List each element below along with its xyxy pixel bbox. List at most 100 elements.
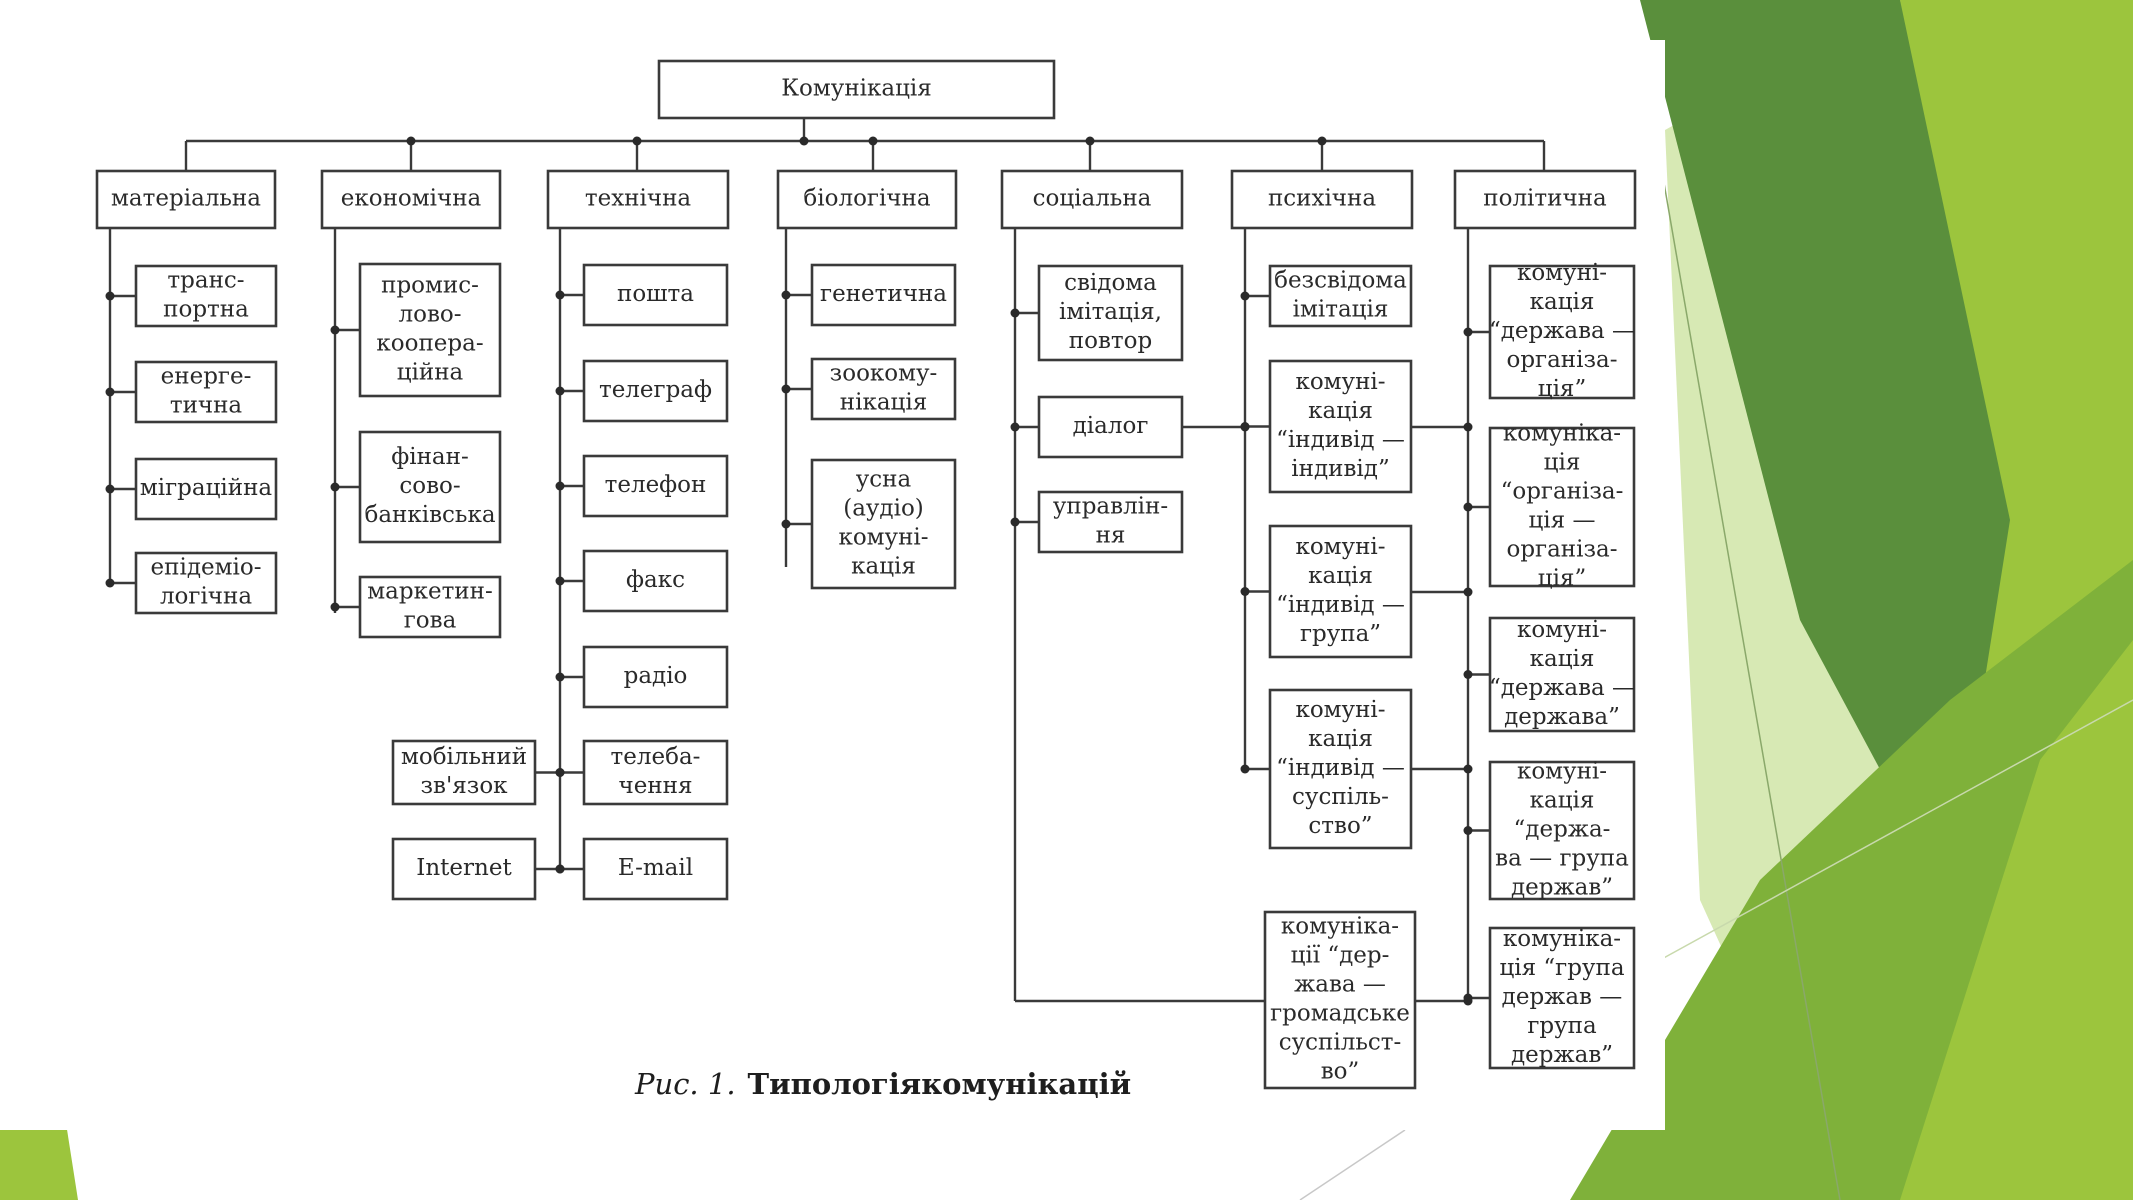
- child-box-5-1-text: “індивід —: [1276, 427, 1405, 453]
- child-box-5-3-text: ство”: [1308, 813, 1372, 839]
- child-box-1-1-frame: [358, 430, 502, 544]
- child-box-6-2-text: держава”: [1504, 704, 1620, 730]
- child-box-4-0-text: свідома: [1064, 270, 1157, 296]
- side-box-2-1: Internet: [391, 837, 537, 901]
- branch-box-3: біологічна: [776, 169, 958, 230]
- junction-dot: [555, 290, 565, 300]
- child-box-5-3-text: “індивід —: [1276, 755, 1405, 781]
- child-box-1-1-text: сово-: [399, 473, 460, 499]
- child-box-2-6: E-mail: [582, 837, 729, 901]
- junction-dot: [781, 519, 791, 529]
- child-box-6-4-text: комуніка-: [1503, 926, 1621, 952]
- branch-box-3-frame: [776, 169, 958, 230]
- junction-dot: [1010, 308, 1020, 318]
- junction-dot: [632, 136, 642, 146]
- thin-divider-line: [1299, 1129, 1406, 1200]
- child-box-6-0-frame: [1488, 264, 1636, 400]
- child-box-2-0-text: пошта: [617, 281, 694, 307]
- branch-box-1-frame: [320, 169, 502, 230]
- child-box-6-2-frame: [1488, 616, 1636, 733]
- junction-dot: [105, 484, 115, 494]
- child-box-5-0-frame: [1268, 264, 1413, 328]
- child-box-6-4-frame: [1488, 926, 1636, 1070]
- child-box-2-4-text: радіо: [624, 663, 688, 689]
- child-box-3-2-text: кація: [851, 554, 916, 580]
- child-box-4-0-text: повтор: [1069, 328, 1152, 354]
- child-box-0-0-text: портна: [163, 297, 249, 323]
- junction-dot: [781, 290, 791, 300]
- child-box-0-3-text: логічна: [160, 584, 252, 610]
- child-box-1-0-frame: [358, 262, 502, 398]
- junction-dot: [555, 864, 565, 874]
- junction-dot: [1463, 502, 1473, 512]
- branch-box-2-text: технічна: [585, 186, 692, 212]
- caption-title: Типологіякомунікацій: [748, 1067, 1132, 1101]
- root-box-komunikatsiia-frame: [657, 59, 1056, 120]
- child-box-6-3-text: держав”: [1511, 875, 1613, 901]
- child-box-0-1-frame: [134, 360, 278, 424]
- child-box-6-3-text: ва — група: [1495, 846, 1629, 872]
- junction-dot: [1240, 764, 1250, 774]
- child-box-3-2-text: усна: [856, 467, 912, 493]
- junction-dot: [406, 136, 416, 146]
- junction-dot: [1010, 517, 1020, 527]
- child-box-5-2-frame: [1268, 524, 1413, 659]
- child-box-4-2-text: управлін-: [1053, 494, 1168, 520]
- child-box-6-1-frame: [1488, 426, 1636, 588]
- right-green-band-light-lower: [1900, 640, 2133, 1200]
- child-box-5-0-text: безсвідома: [1274, 268, 1407, 294]
- child-box-5-3-text: комуні-: [1295, 697, 1385, 723]
- child-box-5-3-text: суспіль-: [1292, 784, 1389, 810]
- child-box-1-1-text: банківська: [364, 502, 495, 528]
- branch-box-4-frame: [1000, 169, 1184, 230]
- branch-box-1-text: економічна: [341, 186, 482, 212]
- branch-box-5-text: психічна: [1268, 186, 1376, 212]
- child-box-5-2-text: комуні-: [1295, 534, 1385, 560]
- junction-dot: [555, 386, 565, 396]
- child-box-5-4-text: громадське: [1270, 1001, 1410, 1027]
- junction-dot: [555, 768, 565, 777]
- junction-dot: [1317, 136, 1327, 146]
- child-box-6-0-text: комуні-: [1517, 260, 1607, 286]
- child-box-1-0-text: промис-: [381, 273, 479, 299]
- junction-dot: [330, 325, 340, 335]
- child-box-1-2-text: маркетин-: [367, 579, 492, 605]
- side-box-2-0-text: зв'язок: [420, 773, 508, 799]
- child-box-5-2: комуні-кація“індивід —група”: [1268, 524, 1413, 659]
- child-box-3-1: зоокому-нікація: [810, 357, 957, 421]
- branch-box-0-text: матеріальна: [111, 186, 261, 212]
- child-box-0-3-text: епідеміо-: [151, 555, 262, 581]
- child-box-6-0: комуні-кація“держава —організа-ція”: [1488, 260, 1636, 402]
- branch-box-5: психічна: [1230, 169, 1414, 230]
- child-box-1-1: фінан-сово-банківська: [358, 430, 502, 544]
- child-box-5-3-text: кація: [1308, 726, 1373, 752]
- child-box-1-2-text: гова: [404, 608, 457, 634]
- branch-box-2: технічна: [546, 169, 730, 230]
- branch-box-6-text: політична: [1483, 186, 1607, 212]
- child-box-2-1-text: телеграф: [599, 377, 712, 403]
- child-box-0-3: епідеміо-логічна: [134, 551, 278, 615]
- child-box-6-0-text: кація: [1530, 289, 1595, 315]
- junction-dot: [1240, 422, 1250, 432]
- child-box-2-0-frame: [582, 263, 729, 327]
- child-box-6-2-text: “держава —: [1489, 675, 1635, 701]
- child-box-6-1: комуніка-ція“організа-ція —організа-ція”: [1488, 421, 1636, 592]
- child-box-1-0-text: ційна: [397, 360, 464, 386]
- child-box-1-1-text: фінан-: [391, 444, 469, 470]
- child-box-2-6-text: E-mail: [618, 855, 693, 881]
- junction-dot: [555, 672, 565, 682]
- junction-dot: [330, 482, 340, 492]
- branch-box-6-frame: [1453, 169, 1637, 230]
- child-box-6-3-text: кація: [1530, 788, 1595, 814]
- child-box-6-0-text: ція”: [1538, 376, 1586, 402]
- child-box-1-0: промис-лово-коопера-ційна: [358, 262, 502, 398]
- junction-dot: [799, 136, 809, 146]
- child-box-2-5-text: чення: [619, 773, 693, 799]
- junction-dot: [1463, 826, 1473, 835]
- child-box-0-0-text: транс-: [167, 268, 244, 294]
- junction-dot: [105, 578, 115, 588]
- side-box-2-0-frame: [391, 739, 537, 806]
- child-box-2-2: телефон: [582, 454, 729, 518]
